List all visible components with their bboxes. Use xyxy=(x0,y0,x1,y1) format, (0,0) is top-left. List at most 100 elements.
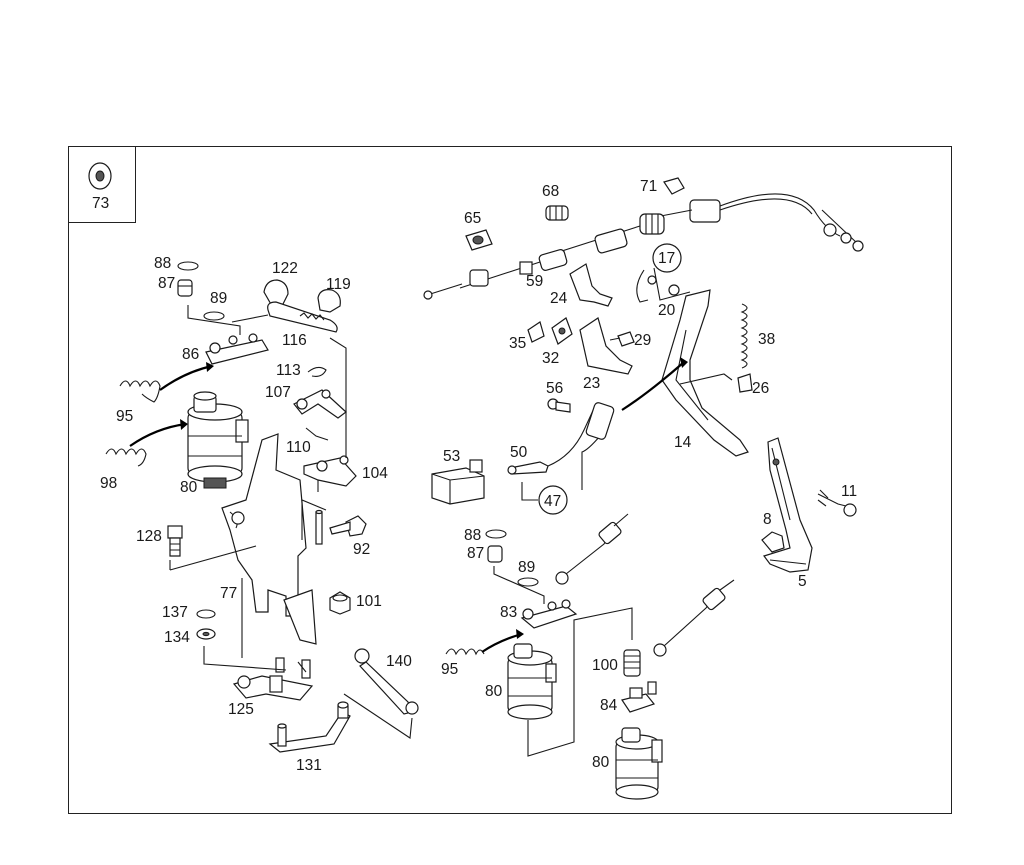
legend-box xyxy=(68,146,136,223)
part-89-clip-right xyxy=(517,577,539,587)
callout-47: 47 xyxy=(544,493,561,510)
part-88-clip-right xyxy=(485,529,507,539)
diagram-frame xyxy=(68,146,952,814)
callout-134: 134 xyxy=(164,629,190,646)
callout-113: 113 xyxy=(276,362,301,379)
callout-5: 5 xyxy=(798,573,807,590)
part-5-pedal-pad xyxy=(763,437,813,573)
part-38-spring xyxy=(740,303,748,369)
part-80-actuator-right xyxy=(507,607,633,757)
part-32-plate xyxy=(551,317,573,345)
callout-56: 56 xyxy=(546,380,563,397)
callout-50: 50 xyxy=(510,444,528,461)
part-116-pin xyxy=(315,509,323,545)
part-98-spring xyxy=(105,419,188,467)
callout-92: 92 xyxy=(353,541,370,558)
part-134-washer xyxy=(196,628,216,640)
callout-83: 83 xyxy=(500,604,517,621)
callout-87: 87 xyxy=(158,275,175,292)
part-24-bracket xyxy=(569,263,613,307)
callout-23: 23 xyxy=(583,375,600,392)
part-100-spring xyxy=(623,649,641,677)
part-26-clip xyxy=(737,373,753,393)
part-128-bolt xyxy=(167,525,183,557)
part-84-valve xyxy=(621,681,657,713)
part-104-lever xyxy=(303,337,357,492)
part-47-circle xyxy=(538,485,568,515)
callout-80-bottom: 80 xyxy=(592,754,610,771)
part-73-grommet xyxy=(88,162,112,190)
part-92-bolt xyxy=(329,515,367,537)
part-116-rod xyxy=(267,301,338,333)
part-50-switch xyxy=(507,402,615,501)
part-17-circle xyxy=(652,243,682,273)
part-87-bushing-right xyxy=(487,545,503,563)
callout-59: 59 xyxy=(526,273,543,290)
part-29-bolt xyxy=(609,331,635,347)
callout-86: 86 xyxy=(182,346,199,363)
callout-29: 29 xyxy=(634,332,651,349)
part-35-clip xyxy=(527,321,545,343)
callout-89: 89 xyxy=(210,290,227,307)
part-95-spring-right xyxy=(445,629,524,656)
callout-20: 20 xyxy=(658,302,676,319)
part-56-bolt xyxy=(547,398,571,413)
callouts: 73 88 87 89 86 122 119 116 113 107 110 1… xyxy=(92,178,857,774)
callout-98: 98 xyxy=(100,475,117,492)
part-71-clip xyxy=(663,177,685,195)
callout-87-right: 87 xyxy=(467,545,484,562)
part-23-bracket xyxy=(579,317,633,375)
callout-107: 107 xyxy=(265,384,291,401)
part-65-clip xyxy=(465,229,493,251)
callout-17: 17 xyxy=(658,250,675,267)
callout-88: 88 xyxy=(154,255,171,272)
part-89-clip-left xyxy=(203,311,225,321)
part-14-pedal xyxy=(621,289,749,457)
part-119-cap xyxy=(317,289,341,313)
part-68-grommet xyxy=(545,205,569,221)
part-107-lever xyxy=(293,389,347,419)
part-137-clip xyxy=(196,609,216,619)
callout-77: 77 xyxy=(220,585,237,602)
callout-35: 35 xyxy=(509,335,526,352)
part-83-bracket xyxy=(493,566,578,629)
part-86-bracket-left xyxy=(187,305,269,365)
callout-68: 68 xyxy=(542,183,559,200)
part-20-clips xyxy=(636,267,691,303)
part-122-cap xyxy=(263,279,289,307)
callout-116: 116 xyxy=(282,332,307,349)
callout-119: 119 xyxy=(326,276,351,293)
part-125-bracket xyxy=(203,646,314,701)
part-101-nut xyxy=(329,591,351,615)
part-80-actuator-left xyxy=(187,391,249,489)
callout-95-right: 95 xyxy=(441,661,458,678)
callout-53: 53 xyxy=(443,448,460,465)
sensor-wire-lower xyxy=(653,579,735,657)
part-110-pin xyxy=(305,427,329,441)
callout-140: 140 xyxy=(386,653,412,670)
callout-14: 14 xyxy=(674,434,692,451)
part-11-clip xyxy=(817,489,857,517)
callout-110: 110 xyxy=(286,439,311,456)
sensor-wire-upper xyxy=(555,513,629,585)
callout-38: 38 xyxy=(758,331,775,348)
callout-11: 11 xyxy=(841,483,857,500)
part-140-rod xyxy=(354,648,419,715)
part-80-actuator-bottom xyxy=(615,727,663,800)
callout-8: 8 xyxy=(763,511,772,528)
callout-128: 128 xyxy=(136,528,162,545)
part-88-clip-left xyxy=(177,261,199,271)
callout-32: 32 xyxy=(542,350,559,367)
callout-84: 84 xyxy=(600,697,618,714)
part-53-relay xyxy=(431,459,485,505)
part-95-spring-left xyxy=(119,362,214,403)
callout-71: 71 xyxy=(640,178,657,195)
callout-122: 122 xyxy=(272,260,298,277)
callout-26: 26 xyxy=(752,380,769,397)
callout-80: 80 xyxy=(180,479,198,496)
callout-100: 100 xyxy=(592,657,618,674)
callout-104: 104 xyxy=(362,465,388,482)
callout-125: 125 xyxy=(228,701,254,718)
cable-assembly xyxy=(423,193,864,300)
